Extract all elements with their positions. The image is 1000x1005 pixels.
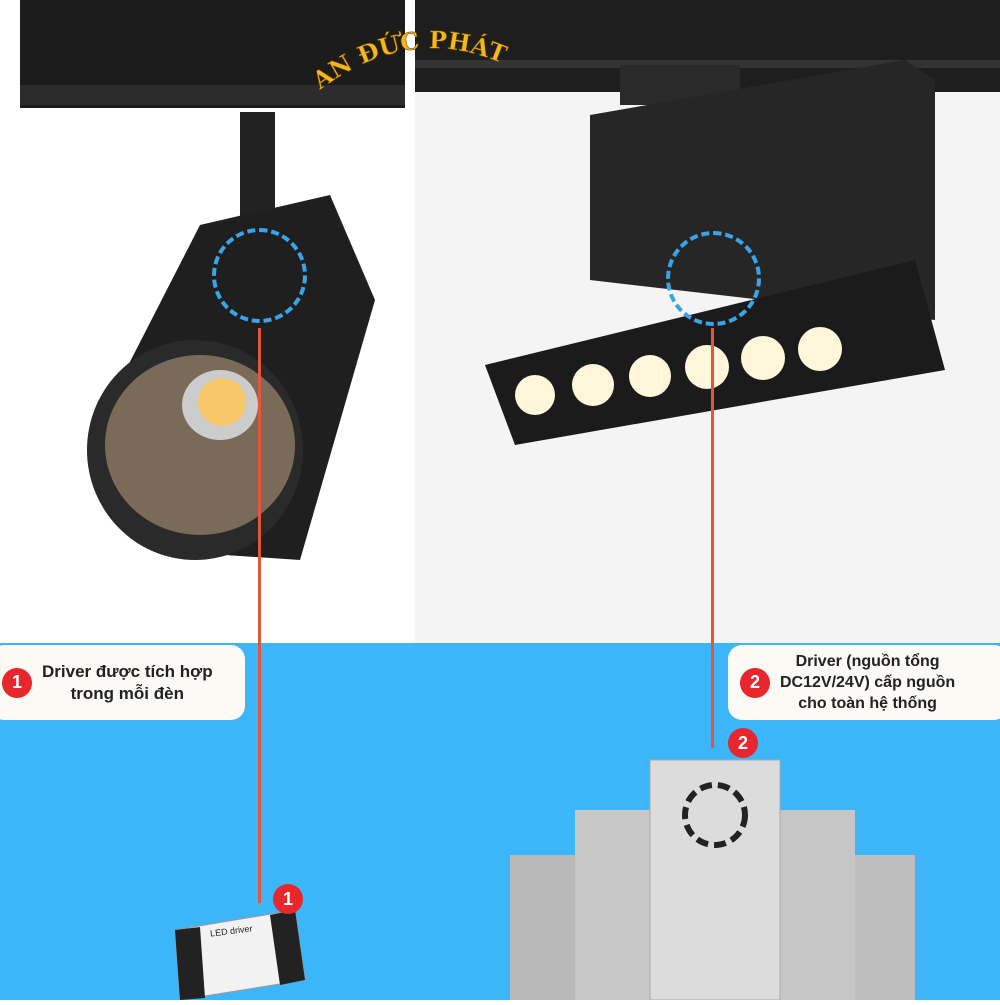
linear-track-light-photo: [415, 0, 1000, 643]
spotlight-photo: [0, 0, 415, 643]
external-driver-highlight: [666, 231, 761, 326]
marker-2: 2: [728, 728, 758, 758]
integrated-driver-highlight: [212, 228, 307, 323]
callout-text: cho toàn hệ thống: [798, 695, 937, 712]
led-driver-photo: LED driver: [170, 909, 310, 1001]
marker-1: 1: [273, 884, 303, 914]
callout-text: Driver được tích hợp: [42, 661, 213, 681]
number-badge: 2: [740, 667, 770, 698]
power-supply-photo: [510, 755, 920, 1001]
callout-text: Driver (nguồn tổng: [795, 653, 940, 670]
number-badge: 1: [2, 667, 32, 698]
connector-line-1: [258, 328, 261, 903]
callout-text: DC12V/24V) cấp nguồn: [780, 674, 956, 691]
svg-text:AN ĐỨC PHÁT: AN ĐỨC PHÁT: [306, 25, 511, 95]
connector-line-2: [711, 328, 714, 748]
watermark-logo: AN ĐỨC PHÁT: [306, 25, 512, 95]
callout-text: trong mỗi đèn: [70, 683, 184, 703]
